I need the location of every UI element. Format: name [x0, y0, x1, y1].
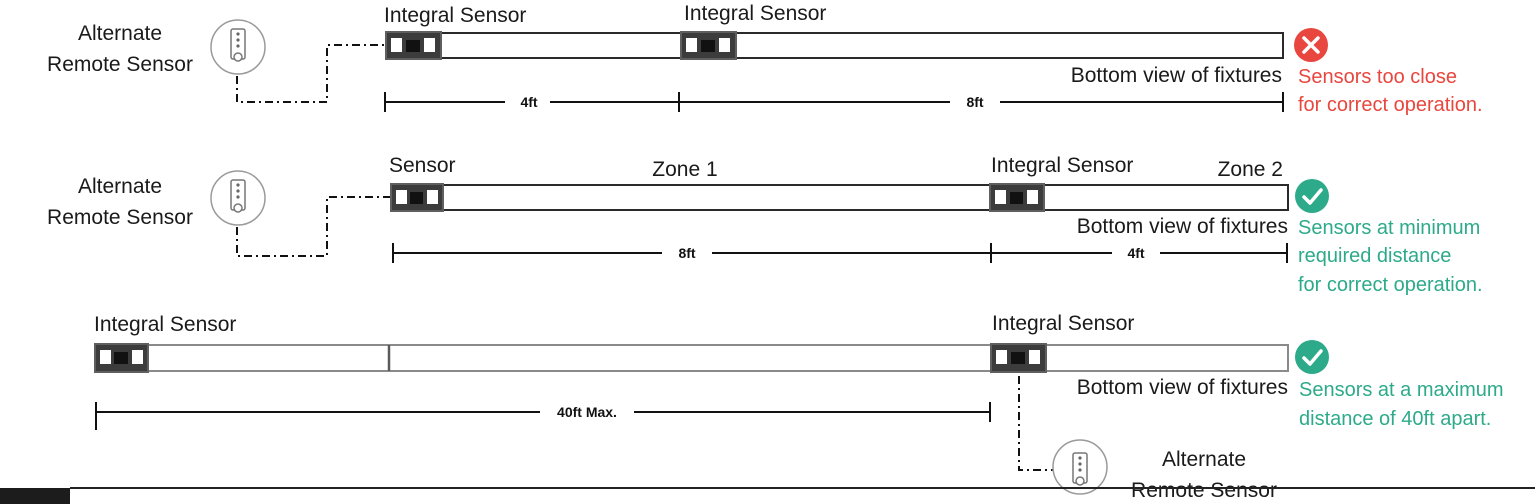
dimension-label-1a: 4ft — [520, 94, 537, 110]
fixture-tube-2 — [390, 184, 1289, 211]
integral-sensor-2b — [989, 183, 1045, 212]
fixture-caption-1: Bottom view of fixtures — [1071, 64, 1282, 87]
row-2: Alternate Remote Sensor Sens — [47, 154, 1482, 296]
fixture-tube-1 — [385, 32, 1284, 59]
remote-sensor-1: Alternate Remote Sensor — [47, 19, 266, 76]
dimension-line-3 — [95, 402, 991, 430]
status-text-2-line-2: required distance — [1298, 245, 1451, 267]
status-text-1-line-2: for correct operation. — [1298, 94, 1483, 116]
remote-sensor-2: Alternate Remote Sensor — [47, 170, 266, 229]
sensor-label-1a: Integral Sensor — [384, 4, 526, 27]
remote-label-line-1: Alternate — [1162, 448, 1246, 471]
remote-label-line-2: Remote Sensor — [47, 53, 193, 76]
status-text-1-line-1: Sensors too close — [1298, 66, 1457, 88]
status-text-2-line-1: Sensors at minimum — [1298, 217, 1480, 239]
status-text-3-line-1: Sensors at a maximum — [1299, 379, 1504, 401]
remote-label-line-1: Alternate — [78, 22, 162, 45]
sensor-label-1b: Integral Sensor — [684, 2, 826, 25]
dimension-label-3: 40ft Max. — [557, 404, 617, 420]
zone-label-1: Zone 1 — [652, 158, 717, 181]
sensor-label-3b: Integral Sensor — [992, 312, 1134, 335]
error-x-icon — [1294, 28, 1328, 62]
row-3: Integral Sensor Integral Sensor Bottom v… — [94, 312, 1504, 502]
corner-block — [0, 488, 70, 504]
fixture-tube-3b — [388, 344, 992, 372]
fixture-caption-3: Bottom view of fixtures — [1077, 376, 1288, 399]
remote-label-line-2: Remote Sensor — [1131, 479, 1277, 502]
integral-sensor-3b — [990, 343, 1047, 373]
remote-label-line-1: Alternate — [78, 175, 162, 198]
integral-sensor-3a — [94, 343, 149, 373]
integral-sensor-1b — [680, 31, 737, 60]
fixture-tube-3c — [1045, 344, 1289, 372]
integral-sensor-1a — [385, 31, 442, 60]
remote-sensor-icon — [210, 170, 266, 226]
remote-sensor-3: Alternate Remote Sensor — [1052, 439, 1277, 502]
fixture-caption-2: Bottom view of fixtures — [1077, 215, 1288, 238]
check-icon — [1295, 179, 1329, 213]
dimension-label-2a: 8ft — [678, 245, 695, 261]
sensor-label-2a: Sensor — [389, 154, 456, 177]
zone-label-2: Zone 2 — [1218, 158, 1283, 181]
remote-wire-1 — [236, 44, 386, 103]
sensor-2a — [390, 183, 444, 212]
check-icon — [1295, 340, 1329, 374]
dimension-label-2b: 4ft — [1127, 245, 1144, 261]
status-text-3-line-2: distance of 40ft apart. — [1299, 408, 1491, 430]
remote-sensor-icon — [1052, 439, 1108, 495]
dimension-label-1b: 8ft — [966, 94, 983, 110]
row-1: Alternate Remote Sensor — [47, 2, 1482, 116]
sensor-label-3a: Integral Sensor — [94, 313, 236, 336]
remote-label-line-2: Remote Sensor — [47, 206, 193, 229]
sensor-label-2b: Integral Sensor — [991, 154, 1133, 177]
remote-wire-2 — [236, 196, 391, 257]
remote-sensor-icon — [210, 19, 266, 75]
status-text-2-line-3: for correct operation. — [1298, 274, 1483, 296]
dimension-line-2 — [392, 243, 1288, 263]
dimension-line-1 — [384, 92, 1284, 112]
remote-wire-3 — [1018, 376, 1053, 471]
